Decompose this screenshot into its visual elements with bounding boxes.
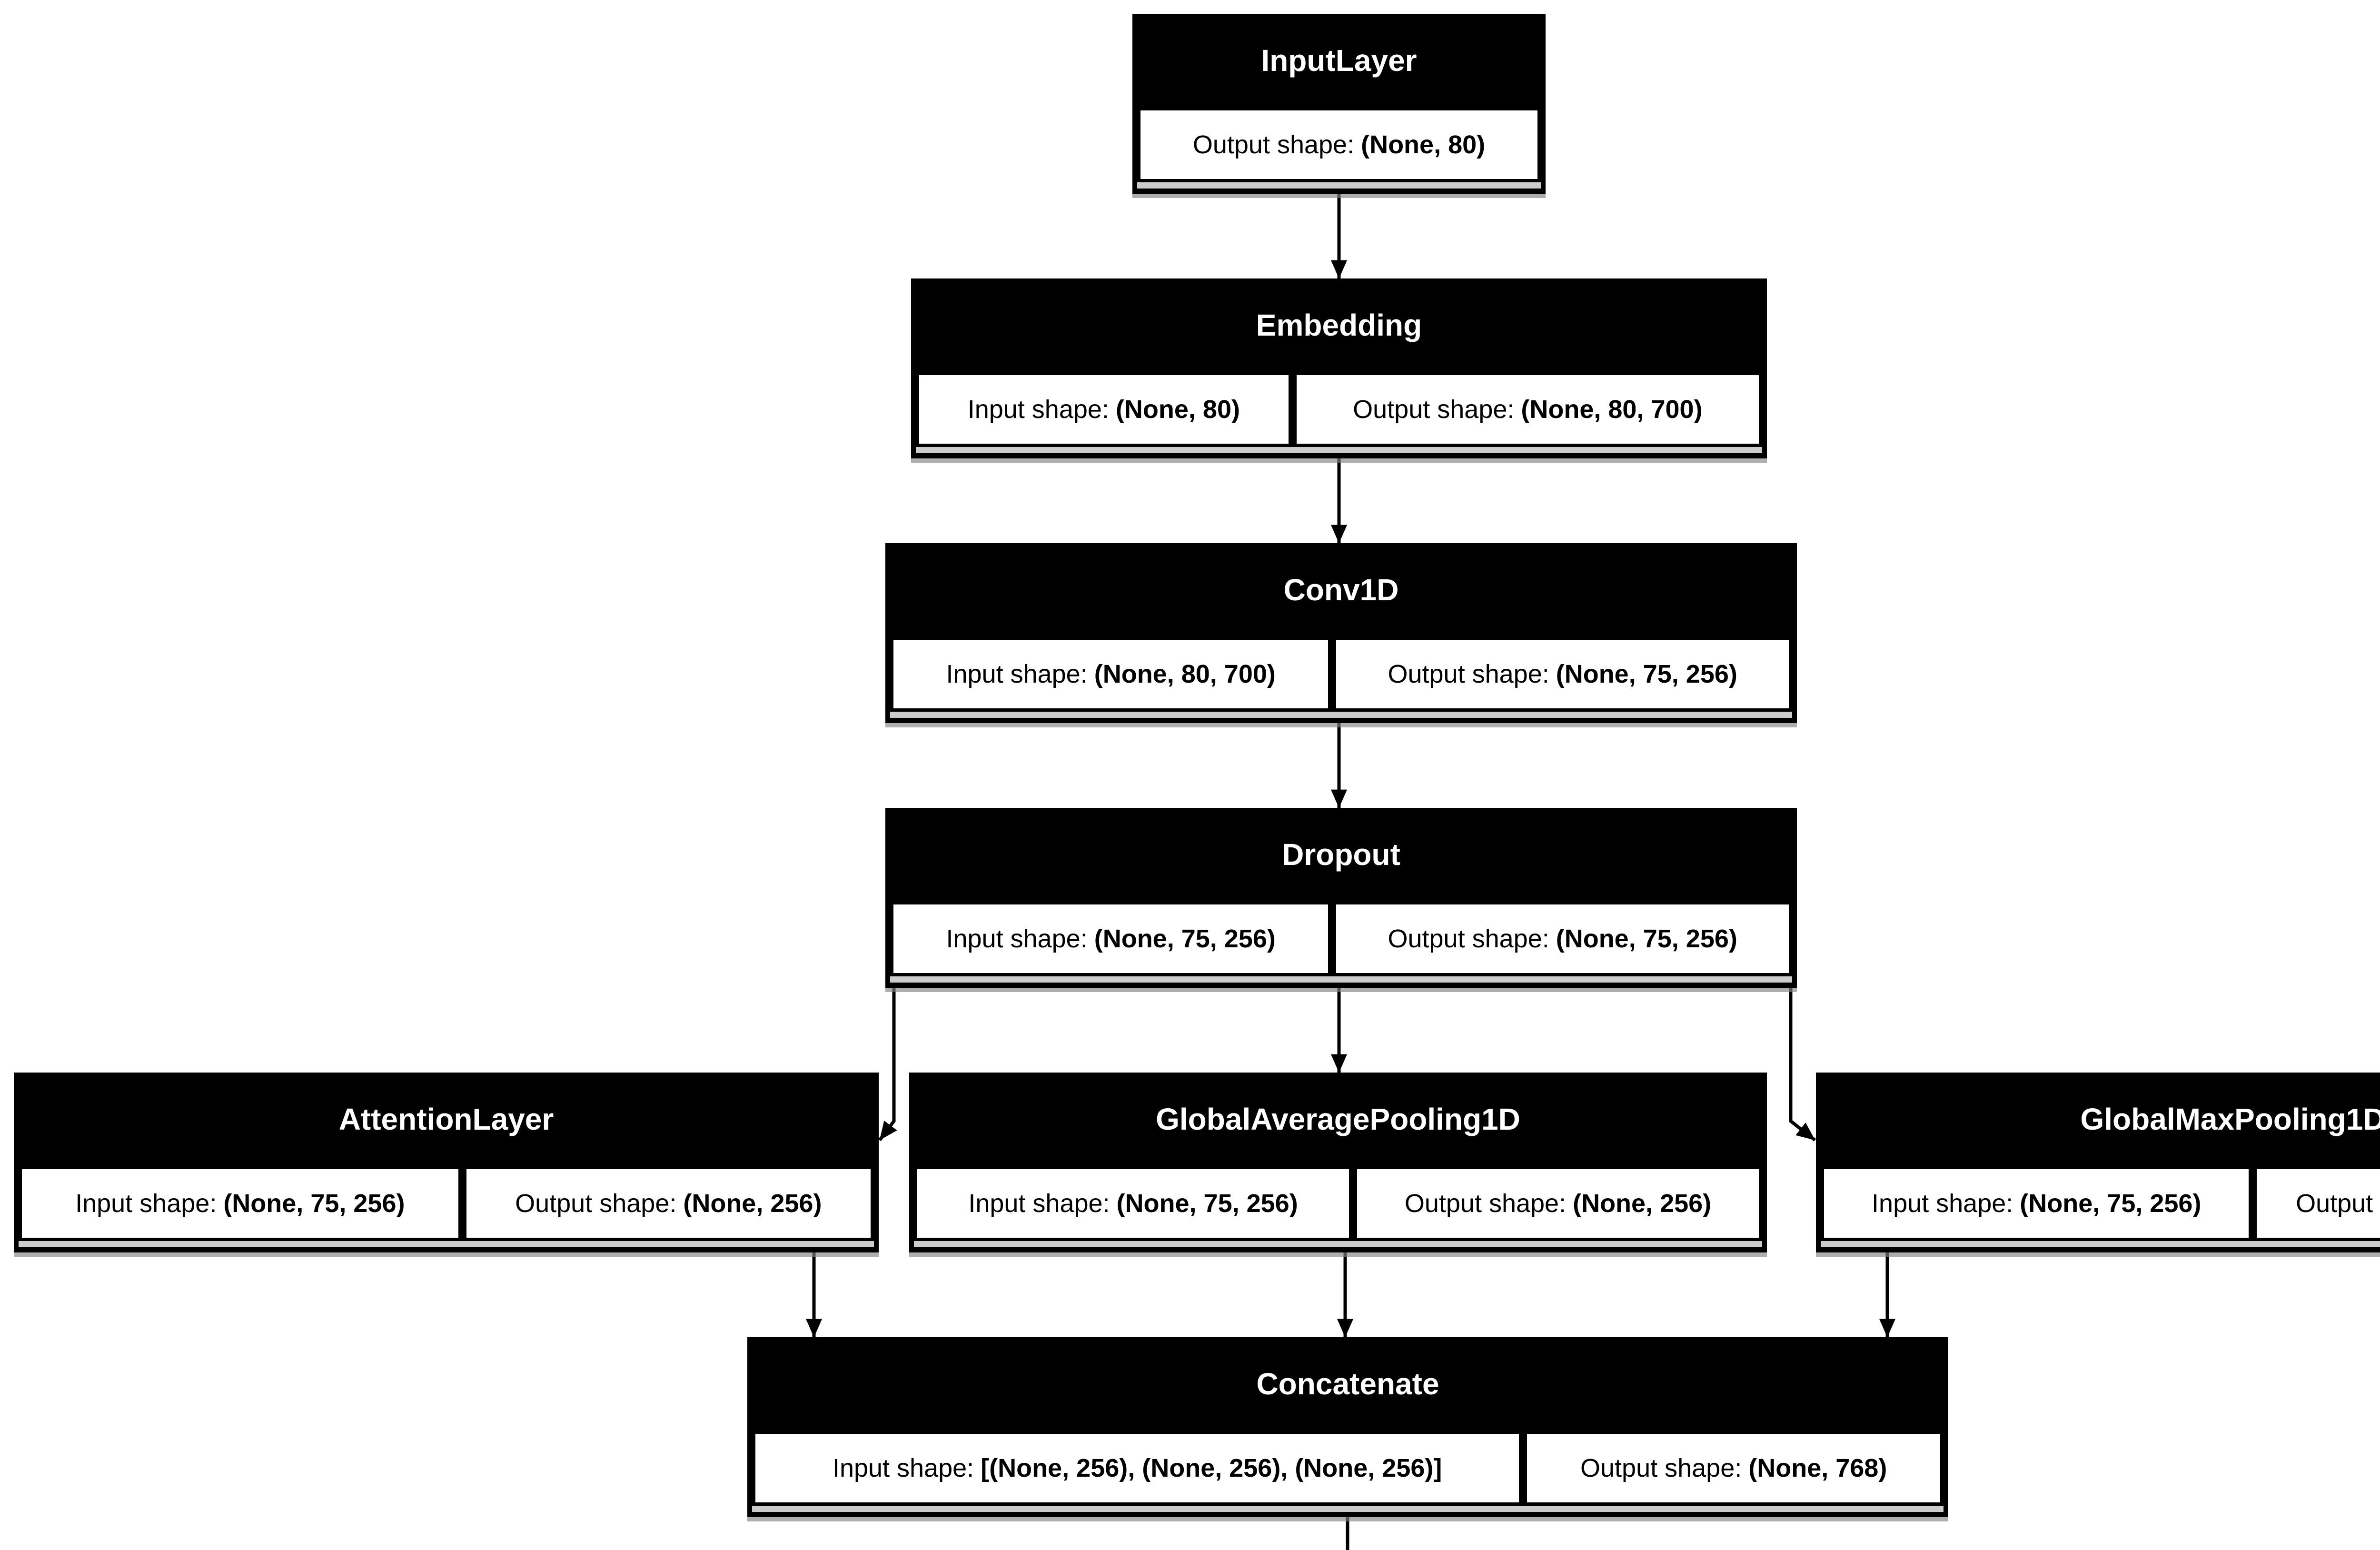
layer-node-global-max-pooling1d: GlobalMaxPooling1D Input shape:(None, 75,… — [1816, 1073, 2380, 1252]
node-bottom-border — [911, 453, 1767, 458]
layer-name-label: Conv1D — [1283, 573, 1399, 607]
layer-name-label: Embedding — [1256, 308, 1422, 342]
shape-label: Output shape: — [1580, 1454, 1742, 1482]
shape-value: (None, 75, 256) — [2020, 1189, 2202, 1218]
layer-header: Conv1D — [885, 543, 1797, 636]
node-bottom-border — [909, 1247, 1767, 1252]
output-shape-cell: Output shape:(None, 75, 256) — [1333, 901, 1792, 976]
layer-name-label: Dropout — [1282, 837, 1400, 872]
shape-label: Input shape: — [75, 1189, 217, 1218]
layer-name-label: Concatenate — [1256, 1367, 1439, 1401]
shape-value: (None, 256) — [1573, 1189, 1712, 1218]
input-shape-cell: Input shape:[(None, 256), (None, 256), (… — [752, 1431, 1523, 1506]
cell-shadow-strip — [1821, 1241, 2380, 1247]
shape-value: (None, 256) — [683, 1189, 822, 1218]
shape-label: Output shape: — [1353, 395, 1515, 424]
shape-value: (None, 80, 700) — [1094, 660, 1276, 688]
shape-cells-row: Output shape:(None, 80) — [1137, 107, 1541, 182]
cell-shadow-strip — [19, 1241, 874, 1247]
output-shape-cell: Output shape:(None, 256) — [2253, 1166, 2380, 1241]
shape-cells-row: Input shape:(None, 75, 256)Output shape:… — [19, 1166, 874, 1241]
shape-label: Output shape: — [1388, 660, 1549, 688]
shape-cells-row: Input shape:(None, 75, 256)Output shape:… — [1821, 1166, 2380, 1241]
cell-shadow-strip — [916, 447, 1762, 453]
shape-label: Input shape: — [967, 395, 1109, 424]
shape-label: Output shape: — [515, 1189, 677, 1218]
cell-shadow-strip — [890, 976, 1792, 983]
output-shape-cell: Output shape:(None, 256) — [463, 1166, 874, 1241]
cell-shadow-strip — [752, 1506, 1944, 1512]
shape-value: (None, 80) — [1361, 130, 1486, 159]
input-shape-cell: Input shape:(None, 75, 256) — [890, 901, 1332, 976]
shape-cells-row: Input shape:(None, 75, 256)Output shape:… — [914, 1166, 1762, 1241]
edge-dropout-to-attention-layer — [878, 988, 897, 1142]
layer-header: Concatenate — [747, 1337, 1948, 1431]
shape-label: Input shape: — [946, 924, 1088, 953]
node-bottom-border — [747, 1512, 1948, 1517]
shape-value: [(None, 256), (None, 256), (None, 256)] — [981, 1454, 1442, 1482]
layer-name-label: GlobalMaxPooling1D — [2080, 1102, 2380, 1136]
input-shape-cell: Input shape:(None, 75, 256) — [1821, 1166, 2252, 1241]
shape-cells-row: Input shape:(None, 80)Output shape:(None… — [916, 372, 1762, 447]
node-bottom-border — [14, 1247, 879, 1252]
node-bottom-border — [1816, 1247, 2380, 1252]
output-shape-cell: Output shape:(None, 80) — [1137, 107, 1541, 182]
layer-name-label: InputLayer — [1261, 43, 1417, 78]
output-shape-cell: Output shape:(None, 768) — [1524, 1431, 1944, 1506]
shape-cells-row: Input shape:(None, 75, 256)Output shape:… — [890, 901, 1792, 976]
shape-value: (None, 75, 256) — [1094, 924, 1276, 953]
shape-label: Output shape: — [1388, 924, 1549, 953]
input-shape-cell: Input shape:(None, 80) — [916, 372, 1292, 447]
layer-header: Dropout — [885, 808, 1797, 901]
node-bottom-border — [885, 983, 1797, 988]
layer-header: InputLayer — [1132, 14, 1546, 107]
layer-header: Embedding — [911, 278, 1767, 372]
cell-shadow-strip — [914, 1241, 1762, 1247]
layer-header: AttentionLayer — [14, 1073, 879, 1166]
shape-label: Input shape: — [1872, 1189, 2013, 1218]
node-bottom-border — [1132, 189, 1546, 194]
input-shape-cell: Input shape:(None, 80, 700) — [890, 636, 1332, 712]
shape-label: Input shape: — [832, 1454, 974, 1482]
shape-value: (None, 80, 700) — [1521, 395, 1703, 424]
shape-value: (None, 75, 256) — [1556, 660, 1737, 688]
shape-value: (None, 768) — [1748, 1454, 1887, 1482]
output-shape-cell: Output shape:(None, 75, 256) — [1333, 636, 1792, 712]
input-shape-cell: Input shape:(None, 75, 256) — [914, 1166, 1353, 1241]
shape-value: (None, 75, 256) — [1556, 924, 1737, 953]
layer-name-label: GlobalAveragePooling1D — [1156, 1102, 1520, 1136]
shape-label: Output shape: — [2296, 1189, 2380, 1218]
node-bottom-border — [885, 718, 1797, 723]
shape-label: Output shape: — [1192, 130, 1355, 159]
edge-dropout-to-global-max-pooling1d — [1789, 988, 1816, 1142]
shape-value: (None, 75, 256) — [223, 1189, 405, 1218]
output-shape-cell: Output shape:(None, 80, 700) — [1293, 372, 1762, 447]
shape-value: (None, 80) — [1115, 395, 1240, 424]
shape-label: Output shape: — [1404, 1189, 1567, 1218]
shape-value: (None, 75, 256) — [1116, 1189, 1298, 1218]
shape-label: Input shape: — [968, 1189, 1110, 1218]
layer-name-label: AttentionLayer — [338, 1102, 554, 1136]
input-shape-cell: Input shape:(None, 75, 256) — [19, 1166, 462, 1241]
cell-shadow-strip — [1137, 182, 1541, 189]
shape-label: Input shape: — [946, 660, 1088, 688]
layer-header: GlobalAveragePooling1D — [909, 1073, 1767, 1166]
shape-cells-row: Input shape:(None, 80, 700)Output shape:… — [890, 636, 1792, 712]
cell-shadow-strip — [890, 712, 1792, 718]
layer-header: GlobalMaxPooling1D — [1816, 1073, 2380, 1166]
shape-cells-row: Input shape:[(None, 256), (None, 256), (… — [752, 1431, 1944, 1506]
output-shape-cell: Output shape:(None, 256) — [1354, 1166, 1762, 1241]
